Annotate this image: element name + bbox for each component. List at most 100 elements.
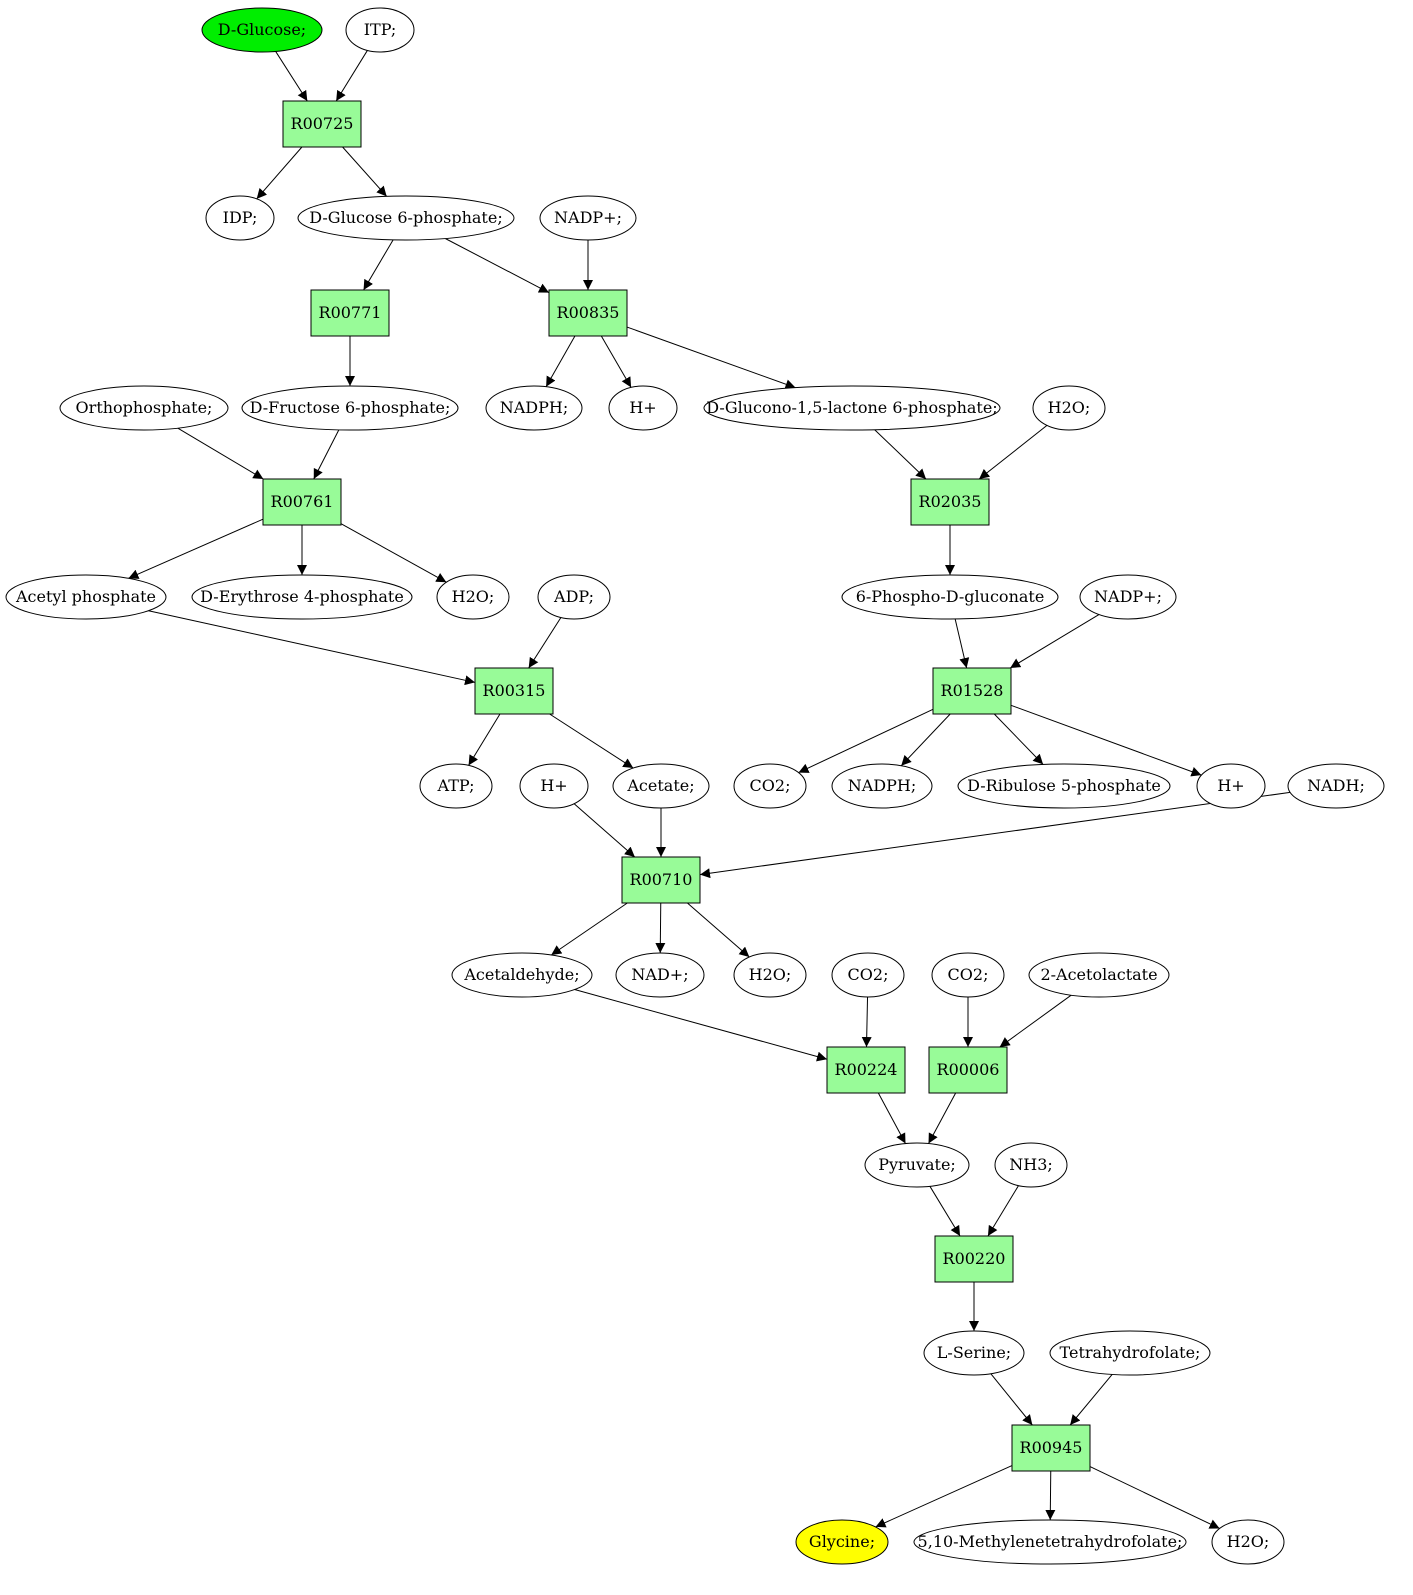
edge-thf-to-r00945 — [1069, 1374, 1113, 1426]
edge-acetald-to-r00224 — [574, 989, 828, 1062]
reaction-box — [621, 856, 701, 904]
edge-r00315-to-acetate — [549, 713, 634, 769]
node-label: D-Glucose 6-phosphate; — [309, 208, 502, 227]
node-label: NADP+; — [554, 208, 622, 227]
node-label: CO2; — [750, 776, 791, 795]
node-label: R00315 — [483, 681, 546, 700]
compound-ellipse — [205, 195, 275, 241]
compound-node-acetald: Acetaldehyde; — [451, 952, 593, 998]
compound-ellipse — [451, 952, 593, 998]
node-label: NADP+; — [1094, 587, 1162, 606]
reaction-box — [548, 289, 628, 337]
compound-node-nadh: NADH; — [1287, 763, 1385, 809]
compound-node-dglucose: D-Glucose; — [201, 7, 323, 53]
node-label: CO2; — [948, 965, 989, 984]
edge-r00761-to-h2o2 — [340, 523, 447, 583]
compound-ellipse — [994, 1142, 1068, 1188]
compound-ellipse — [931, 952, 1005, 998]
edge-r00945-to-h2o4 — [1089, 1466, 1220, 1529]
compound-node-nh3: NH3; — [994, 1142, 1068, 1188]
compound-node-co2a: CO2; — [733, 763, 807, 809]
compound-node-nadp2: NADP+; — [1079, 574, 1177, 620]
compound-node-co2b: CO2; — [831, 952, 905, 998]
compound-ellipse — [485, 385, 583, 431]
compound-node-h2o4: H2O; — [1211, 1519, 1285, 1565]
compound-ellipse — [59, 385, 229, 431]
node-label: H+ — [540, 776, 567, 795]
edge-nadp2-to-r01528 — [1009, 614, 1100, 669]
node-label: R02035 — [919, 492, 982, 511]
edge-dglucose-to-r00725 — [275, 51, 308, 102]
compound-node-glycine: Glycine; — [795, 1519, 889, 1565]
node-label: 2-Acetolactate — [1040, 965, 1157, 984]
compound-ellipse — [612, 763, 710, 809]
compound-node-nadph1: NADPH; — [485, 385, 583, 431]
compound-node-hplus2: H+ — [519, 763, 589, 809]
reaction-node-r00771: R00771 — [310, 289, 390, 337]
compound-ellipse — [297, 195, 515, 241]
edge-acetolactate-to-r00006 — [999, 994, 1072, 1048]
compound-ellipse — [1028, 952, 1170, 998]
node-label: CO2; — [848, 965, 889, 984]
reaction-node-r02035: R02035 — [910, 478, 990, 526]
compound-node-h2o1: H2O; — [1032, 385, 1106, 431]
edge-r01528-to-hplus3 — [1010, 704, 1202, 777]
compound-node-acetylp: Acetyl phosphate — [5, 574, 167, 620]
node-label: Pyruvate; — [878, 1155, 956, 1174]
reaction-node-r00835: R00835 — [548, 289, 628, 337]
edge-nh3-to-r00220 — [987, 1185, 1019, 1237]
edge-lserine-to-r00945 — [990, 1373, 1033, 1426]
reaction-node-r00006: R00006 — [928, 1046, 1008, 1094]
node-label: Acetyl phosphate — [15, 587, 156, 606]
compound-node-acetolactate: 2-Acetolactate — [1028, 952, 1170, 998]
node-label: R00220 — [943, 1249, 1006, 1268]
edge-acetylp-to-r00315 — [148, 610, 476, 686]
compound-node-g6p: D-Glucose 6-phosphate; — [297, 195, 515, 241]
node-label: H2O; — [1048, 398, 1091, 417]
edge-r00725-to-idp — [256, 146, 303, 200]
node-label: D-Erythrose 4-phosphate — [200, 587, 404, 606]
compound-node-ribulose: D-Ribulose 5-phosphate — [957, 763, 1171, 809]
node-label: Acetaldehyde; — [463, 965, 579, 984]
node-label: L-Serine; — [937, 1343, 1011, 1362]
edge-r01528-to-co2a — [798, 708, 934, 774]
compound-ellipse — [1032, 385, 1106, 431]
node-label: R00761 — [271, 492, 334, 511]
compound-node-pgluconate: 6-Phospho-D-gluconate — [841, 574, 1059, 620]
edge-f6p-to-r00761 — [313, 429, 340, 480]
compound-ellipse — [864, 1142, 970, 1188]
compound-ellipse — [923, 1330, 1025, 1376]
edge-h2o1-to-r02035 — [978, 425, 1048, 480]
edge-r01528-to-nadph2 — [900, 713, 951, 767]
compound-ellipse — [733, 763, 807, 809]
compound-node-nadph2: NADPH; — [831, 763, 933, 809]
compound-node-methylene: 5,10-Methylenetetrahydrofolate; — [913, 1519, 1187, 1565]
compound-ellipse — [191, 574, 413, 620]
reaction-box — [932, 667, 1012, 715]
edge-g6p-to-r00771 — [363, 239, 394, 291]
node-label: Tetrahydrofolate; — [1060, 1343, 1201, 1362]
compound-ellipse — [436, 574, 510, 620]
node-label: Orthophosphate; — [76, 398, 213, 417]
compound-node-lserine: L-Serine; — [923, 1330, 1025, 1376]
reaction-node-r00725: R00725 — [282, 100, 362, 148]
compound-ellipse — [1049, 1330, 1211, 1376]
compound-node-atp: ATP; — [419, 763, 493, 809]
node-label: R00710 — [630, 870, 693, 889]
node-label: R01528 — [941, 681, 1004, 700]
edge-hplus2-to-r00710 — [573, 803, 636, 858]
compound-ellipse — [841, 574, 1059, 620]
node-label: R00725 — [291, 114, 354, 133]
edge-r00835-to-glucono — [626, 326, 796, 389]
edge-r00835-to-hplus1 — [600, 335, 632, 388]
edge-pyruvate-to-r00220 — [929, 1186, 961, 1237]
compound-ellipse — [795, 1519, 889, 1565]
edge-r00945-to-glycine — [875, 1465, 1013, 1528]
compound-ellipse — [733, 952, 807, 998]
compound-ellipse — [1287, 763, 1385, 809]
compound-node-hplus3: H+ — [1196, 763, 1266, 809]
compound-node-glucono: D-Glucono-1,5-lactone 6-phosphate; — [703, 385, 1001, 431]
compound-ellipse — [201, 7, 323, 53]
